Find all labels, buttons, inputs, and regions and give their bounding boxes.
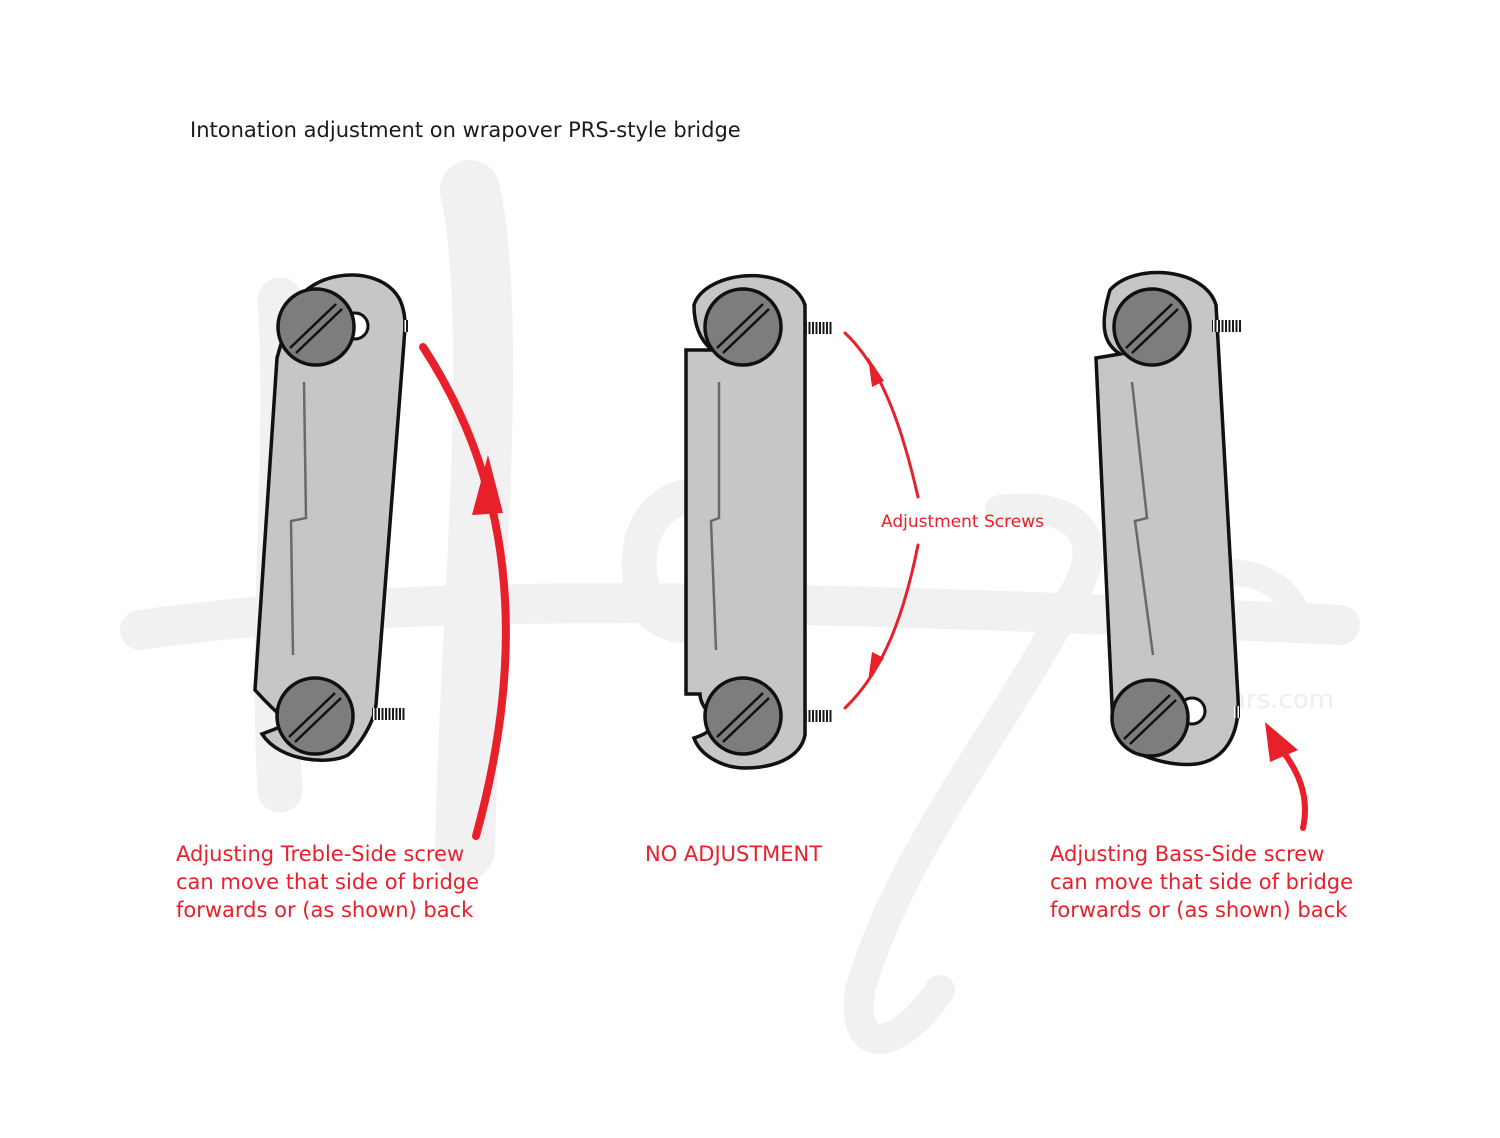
annotation-treble-line: forwards or (as shown) back (176, 898, 474, 922)
screw-head-top-right (1112, 287, 1192, 367)
arrow-treble-adjust (419, 343, 510, 840)
label-adjustment-screws: Adjustment Screws (881, 512, 1044, 532)
annotation-no-adjustment: NO ADJUSTMENT (645, 840, 822, 868)
screw-thread-top-left (403, 320, 409, 332)
page-title: Intonation adjustment on wrapover PRS-st… (190, 118, 741, 142)
annotation-bass-side: Adjusting Bass-Side screw can move that … (1050, 840, 1353, 924)
arrow-treble-adjust-head (472, 455, 503, 515)
annotation-bass-line: can move that side of bridge (1050, 870, 1354, 894)
arrow-bass-adjust-head (1265, 722, 1298, 762)
arrow-screws-bottom-head (868, 652, 884, 682)
screw-head-top-middle (703, 287, 783, 367)
annotation-treble-line: can move that side of bridge (176, 870, 480, 894)
arrow-screws-top-head (868, 357, 884, 387)
bridge-right (1094, 270, 1242, 767)
annotation-treble-side: Adjusting Treble-Side screw can move tha… (176, 840, 479, 924)
bridge-right-body (1094, 270, 1240, 767)
screw-head-bottom-middle (703, 676, 783, 756)
screw-thread-bottom-left (372, 708, 406, 720)
arrow-screws-bottom (843, 543, 920, 710)
bridge-left (253, 273, 409, 762)
screw-thread-top-middle (805, 322, 833, 334)
watermark-text: ars.com (1230, 685, 1334, 715)
annotation-bass-line: forwards or (as shown) back (1050, 898, 1348, 922)
screw-head-bottom-right (1110, 678, 1190, 758)
screw-head-bottom-left (275, 676, 355, 756)
screw-thread-bottom-middle (805, 710, 833, 722)
bridge-middle (684, 273, 833, 770)
screw-thread-top-right (1212, 320, 1242, 332)
bridge-right-saddle-line (1130, 381, 1155, 656)
bridge-middle-saddle-line (709, 382, 721, 651)
annotation-bass-line: Adjusting Bass-Side screw (1050, 842, 1325, 866)
arrow-bass-adjust (1275, 742, 1309, 831)
screw-head-top-left (276, 287, 356, 367)
annotation-none-line: NO ADJUSTMENT (645, 842, 823, 866)
annotation-treble-line: Adjusting Treble-Side screw (176, 842, 465, 866)
screw-thread-bottom-right (1234, 706, 1240, 718)
arrow-screws-top (843, 331, 920, 499)
bridge-left-saddle-line (289, 381, 308, 656)
